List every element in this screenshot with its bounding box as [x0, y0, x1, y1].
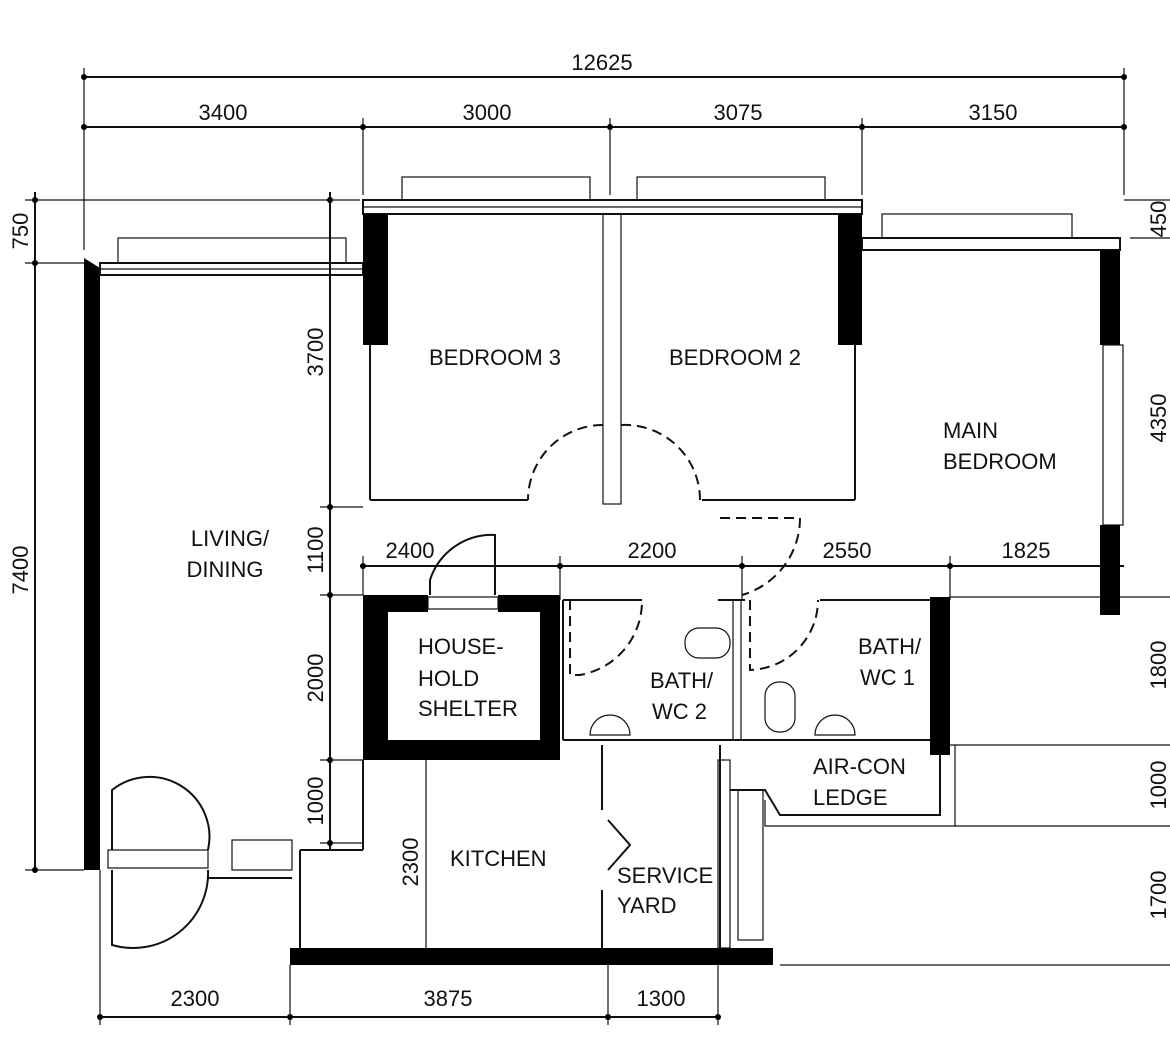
- sink-icon: [589, 714, 631, 736]
- dim-right: 450: [1146, 201, 1170, 238]
- room-service-yard: YARD: [617, 893, 677, 918]
- sink-icon: [814, 714, 856, 736]
- room-bath-1: BATH/: [858, 634, 922, 659]
- dim-left-inner: 2000: [303, 654, 328, 703]
- dim-kitchen: 2300: [398, 838, 423, 887]
- dim-left: 7400: [8, 546, 33, 595]
- dim-top: 3150: [969, 100, 1018, 125]
- toilet-icon: [764, 681, 796, 733]
- room-main-bedroom: BEDROOM: [943, 449, 1057, 474]
- room-bath-2: WC 2: [652, 699, 707, 724]
- dim-overall: 12625: [571, 50, 632, 75]
- room-shelter: SHELTER: [418, 696, 518, 721]
- room-kitchen: KITCHEN: [450, 846, 547, 871]
- aircon-ledge: LEDGE: [813, 785, 888, 810]
- room-bath-2: BATH/: [650, 668, 714, 693]
- sanitary-fixtures: [589, 627, 856, 736]
- room-living: LIVING/: [191, 526, 270, 551]
- room-shelter: HOLD: [418, 666, 479, 691]
- room-living: DINING: [187, 557, 264, 582]
- dim-left-inner: 1100: [303, 526, 328, 573]
- dim-right: 1800: [1146, 641, 1170, 690]
- aircon-ledge: AIR-CON: [813, 754, 906, 779]
- toilet-icon: [684, 627, 731, 659]
- room-labels: LIVING/ DINING BEDROOM 3 BEDROOM 2 MAIN …: [187, 345, 1057, 918]
- dim-right: 4350: [1146, 394, 1170, 443]
- dim-right: 1000: [1146, 761, 1170, 810]
- room-bath-1: WC 1: [860, 665, 915, 690]
- dim-top: 3075: [714, 100, 763, 125]
- dim-bottom: 2300: [171, 986, 220, 1011]
- dim-left-inner: 1000: [303, 777, 328, 826]
- dim-middle: 2400: [386, 538, 435, 563]
- dim-left: 750: [8, 213, 33, 250]
- dim-middle: 1825: [1002, 538, 1051, 563]
- room-service-yard: SERVICE: [617, 863, 713, 888]
- room-bedroom-3: BEDROOM 3: [429, 345, 561, 370]
- dimension-lines: [25, 68, 1170, 1025]
- dim-right: 1700: [1146, 871, 1170, 920]
- dim-left-inner: 3700: [303, 328, 328, 377]
- dim-middle: 2200: [628, 538, 677, 563]
- dim-bottom: 3875: [424, 986, 473, 1011]
- room-shelter: HOUSE-: [418, 634, 504, 659]
- doors: [111, 423, 819, 950]
- walls: [84, 176, 1124, 965]
- room-bedroom-2: BEDROOM 2: [669, 345, 801, 370]
- dim-middle: 2550: [823, 538, 872, 563]
- dim-bottom: 1300: [637, 986, 686, 1011]
- dim-top: 3400: [199, 100, 248, 125]
- room-main-bedroom: MAIN: [943, 418, 998, 443]
- dim-top: 3000: [463, 100, 512, 125]
